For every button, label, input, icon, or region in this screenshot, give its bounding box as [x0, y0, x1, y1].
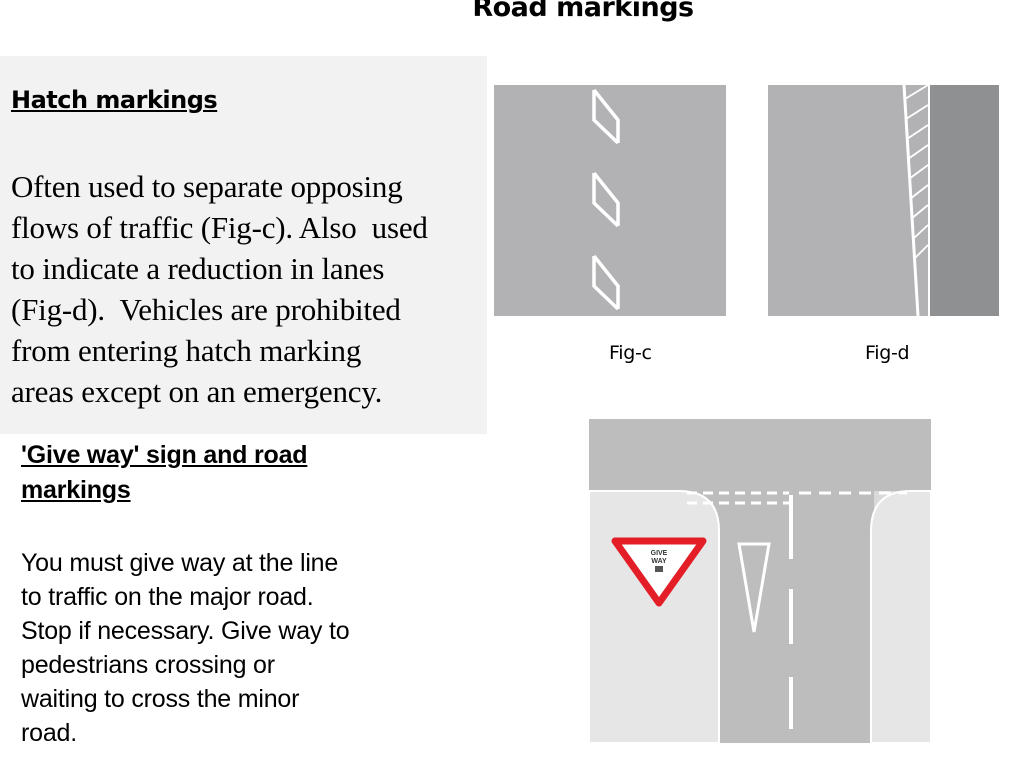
fig-d-caption: Fig-d: [865, 342, 910, 364]
hatch-heading: Hatch markings: [11, 86, 218, 114]
hatch-text-panel: [0, 56, 487, 434]
hatch-description: Often used to separate opposing flows of…: [11, 166, 481, 412]
give-way-heading: 'Give way' sign and road markings: [21, 438, 421, 508]
give-way-description: You must give way at the line to traffic…: [21, 546, 441, 750]
hatch-line: (Fig-d). Vehicles are prohibited: [11, 292, 401, 327]
give-way-heading-line: 'Give way' sign and road: [21, 441, 308, 469]
hatch-line: flows of traffic (Fig-c). Also used: [11, 210, 428, 245]
give-way-line: waiting to cross the minor: [21, 685, 300, 713]
sign-text-1: GIVE: [651, 550, 668, 557]
give-way-line: You must give way at the line: [21, 549, 339, 577]
give-way-junction-image: GIVE WAY: [589, 419, 931, 743]
fig-c-image: [494, 85, 726, 316]
hatch-line: areas except on an emergency.: [11, 374, 383, 409]
give-way-heading-line: markings: [21, 476, 131, 504]
fig-c-caption: Fig-c: [609, 342, 652, 364]
sign-text-2: WAY: [651, 558, 667, 565]
give-way-line: Stop if necessary. Give way to: [21, 617, 350, 645]
page-title: Road markings: [472, 0, 694, 23]
fig-d-image: [768, 85, 999, 316]
give-way-line: pedestrians crossing or: [21, 651, 275, 679]
hatch-line: from entering hatch marking: [11, 333, 362, 368]
hatch-line: to indicate a reduction in lanes: [11, 251, 385, 286]
give-way-line: road.: [21, 719, 77, 747]
give-way-line: to traffic on the major road.: [21, 583, 314, 611]
hatch-line: Often used to separate opposing: [11, 169, 403, 204]
